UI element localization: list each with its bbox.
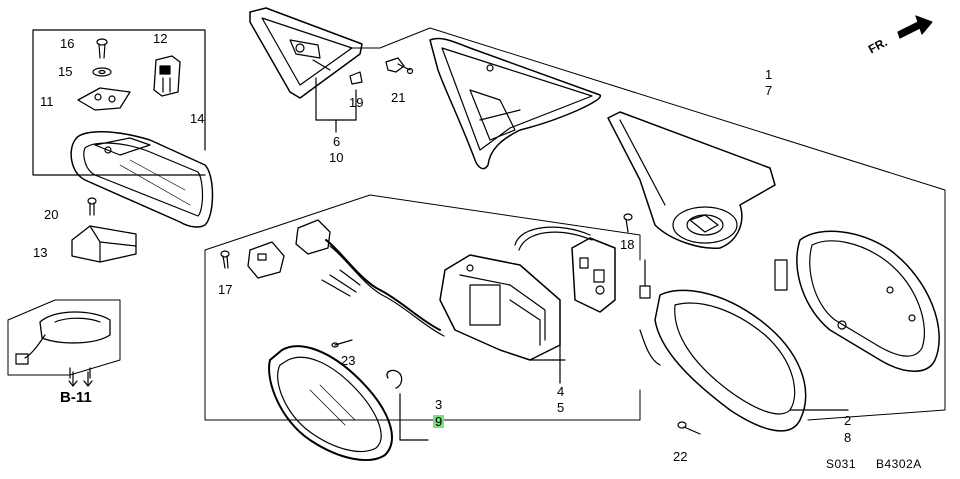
part-connector-a bbox=[247, 241, 285, 279]
group-frame-inner-mirror bbox=[32, 29, 206, 176]
part-screw-23 bbox=[331, 339, 353, 348]
callout-3: 3 bbox=[435, 397, 443, 412]
callout-12: 12 bbox=[153, 31, 168, 46]
part-mirror-base bbox=[607, 111, 776, 249]
callout-18: 18 bbox=[620, 237, 635, 252]
part-clip-harness bbox=[15, 311, 111, 379]
callout-22: 22 bbox=[673, 449, 688, 464]
callout-13: 13 bbox=[33, 245, 48, 260]
callout-20: 20 bbox=[44, 207, 59, 222]
part-mirror-mount bbox=[77, 87, 131, 111]
part-inner-garnish bbox=[249, 7, 363, 99]
part-cover-12 bbox=[153, 55, 181, 97]
callout-14: 14 bbox=[190, 111, 205, 126]
part-bracket-13 bbox=[71, 225, 137, 263]
part-connector-b bbox=[295, 219, 331, 255]
callout-7: 7 bbox=[765, 83, 773, 98]
part-bolt-side bbox=[639, 259, 651, 299]
leader-6-10 bbox=[315, 77, 357, 133]
callout-9-highlighted[interactable]: 9 bbox=[433, 414, 445, 429]
callout-19: 19 bbox=[349, 95, 364, 110]
part-screw-22 bbox=[677, 421, 701, 435]
callout-8: 8 bbox=[844, 430, 852, 445]
part-cover-shell bbox=[774, 230, 940, 372]
callout-2: 2 bbox=[844, 413, 852, 428]
part-actuator bbox=[439, 254, 566, 361]
callout-10: 10 bbox=[329, 150, 344, 165]
callout-11: 11 bbox=[40, 94, 54, 109]
callout-6: 6 bbox=[333, 134, 341, 149]
part-housing-shell bbox=[429, 37, 601, 170]
callout-4: 4 bbox=[557, 384, 565, 399]
part-mirror-glass bbox=[268, 345, 393, 461]
callout-16: 16 bbox=[60, 36, 75, 51]
callout-5: 5 bbox=[557, 400, 565, 415]
part-clip-ring bbox=[386, 369, 403, 389]
group-frame-clip bbox=[7, 299, 121, 376]
footer-code-b: B4302A bbox=[876, 457, 922, 471]
ref-link-b11[interactable]: B-11 bbox=[60, 389, 92, 406]
callout-17: 17 bbox=[218, 282, 233, 297]
part-grommet-21 bbox=[385, 57, 414, 75]
part-harness bbox=[321, 226, 593, 337]
part-screw-20 bbox=[87, 197, 97, 216]
part-screw-16 bbox=[96, 38, 108, 59]
ref-arrows bbox=[68, 371, 93, 387]
part-washer bbox=[92, 67, 112, 77]
callout-1: 1 bbox=[765, 67, 773, 82]
part-clip-19 bbox=[349, 71, 363, 85]
part-screw-17 bbox=[220, 250, 230, 269]
part-motor bbox=[571, 237, 616, 313]
footer-code-a: S031 bbox=[826, 457, 857, 471]
callout-15: 15 bbox=[58, 64, 73, 79]
callout-23: 23 bbox=[341, 353, 356, 368]
fr-arrow-icon bbox=[897, 15, 933, 39]
group-frame-main-assembly bbox=[204, 27, 946, 421]
callout-21: 21 bbox=[391, 90, 406, 105]
part-skull-cap bbox=[639, 289, 807, 432]
part-screw-18 bbox=[623, 213, 633, 233]
part-inner-mirror bbox=[70, 131, 214, 228]
leader-3-9 bbox=[399, 393, 429, 441]
